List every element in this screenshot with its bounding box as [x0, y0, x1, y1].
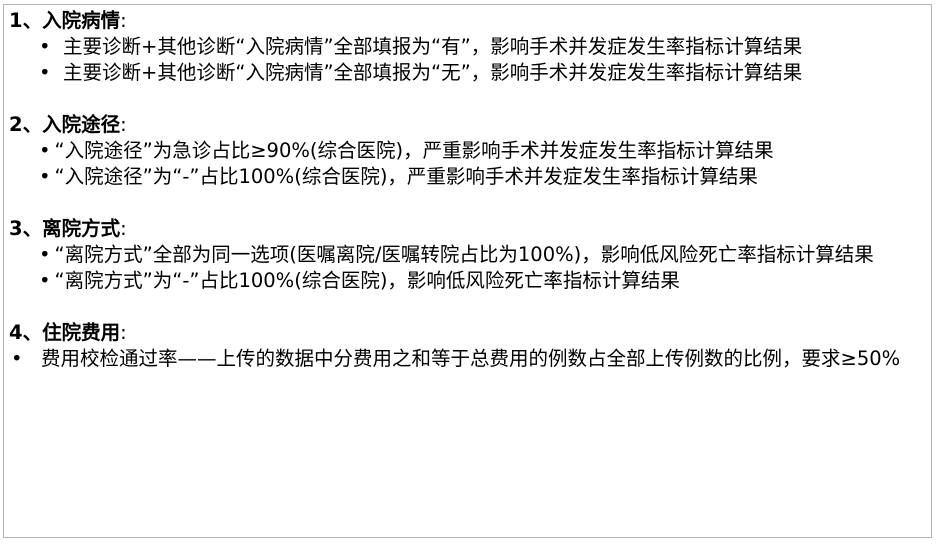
section-number: 4、 — [9, 321, 43, 344]
section-discharge-method: 3、离院方式: •“离院方式”全部为同一选项(医嘱离院/医嘱转院占比为100%)… — [9, 216, 925, 294]
bullet-icon: • — [39, 35, 51, 58]
list-item-text: “离院方式”全部为同一选项(医嘱离院/医嘱转院占比为100%)，影响低风险死亡率… — [54, 243, 874, 266]
list-item-text: 主要诊断+其他诊断“入院病情”全部填报为“无”，影响手术并发症发生率指标计算结果 — [63, 61, 803, 84]
section-colon: : — [120, 217, 127, 240]
bullet-icon: • — [39, 139, 51, 162]
list-item: • 主要诊断+其他诊断“入院病情”全部填报为“有”，影响手术并发症发生率指标计算结… — [9, 34, 925, 60]
section-number: 1、 — [9, 9, 43, 32]
list-item: •“离院方式”全部为同一选项(医嘱离院/医嘱转院占比为100%)，影响低风险死亡… — [9, 242, 925, 268]
list-item: •“入院途径”为急诊占比≥90%(综合医院)，严重影响手术并发症发生率指标计算结… — [9, 138, 925, 164]
section-heading: 4、住院费用: — [9, 320, 925, 346]
section-title: 入院途径 — [42, 113, 121, 136]
list-item-text: “离院方式”为“-”占比100%(综合医院)，影响低风险死亡率指标计算结果 — [54, 269, 680, 292]
document-body: 1、入院病情: • 主要诊断+其他诊断“入院病情”全部填报为“有”，影响手术并发症… — [9, 8, 925, 398]
section-colon: : — [120, 9, 127, 32]
section-admission-condition: 1、入院病情: • 主要诊断+其他诊断“入院病情”全部填报为“有”，影响手术并发症… — [9, 8, 925, 86]
list-item: • 费用校检通过率——上传的数据中分费用之和等于总费用的例数占全部上传例数的比例，… — [9, 346, 925, 372]
section-heading: 2、入院途径: — [9, 112, 925, 138]
section-title: 入院病情 — [42, 9, 121, 32]
section-number: 3、 — [9, 217, 43, 240]
bullet-icon: • — [39, 243, 51, 266]
list-item: •“离院方式”为“-”占比100%(综合医院)，影响低风险死亡率指标计算结果 — [9, 268, 925, 294]
list-item: •“入院途径”为“-”占比100%(综合医院)，严重影响手术并发症发生率指标计算… — [9, 164, 925, 190]
bullet-icon: • — [39, 165, 51, 188]
list-item-text: 费用校检通过率——上传的数据中分费用之和等于总费用的例数占全部上传例数的比例，要… — [41, 347, 901, 370]
section-heading: 1、入院病情: — [9, 8, 925, 34]
slide-frame — [3, 4, 932, 538]
list-item-text: “入院途径”为“-”占比100%(综合医院)，严重影响手术并发症发生率指标计算结… — [54, 165, 758, 188]
list-item-text: “入院途径”为急诊占比≥90%(综合医院)，严重影响手术并发症发生率指标计算结果 — [54, 139, 774, 162]
bullet-icon: • — [11, 347, 23, 370]
section-title: 离院方式 — [42, 217, 121, 240]
section-title: 住院费用 — [42, 321, 121, 344]
bullet-icon: • — [39, 269, 51, 292]
section-admission-route: 2、入院途径: •“入院途径”为急诊占比≥90%(综合医院)，严重影响手术并发症… — [9, 112, 925, 190]
section-heading: 3、离院方式: — [9, 216, 925, 242]
list-item: • 主要诊断+其他诊断“入院病情”全部填报为“无”，影响手术并发症发生率指标计算结… — [9, 60, 925, 86]
section-number: 2、 — [9, 113, 43, 136]
list-item-text: 主要诊断+其他诊断“入院病情”全部填报为“有”，影响手术并发症发生率指标计算结果 — [63, 35, 803, 58]
section-colon: : — [120, 321, 127, 344]
section-hospital-cost: 4、住院费用: • 费用校检通过率——上传的数据中分费用之和等于总费用的例数占全部… — [9, 320, 925, 372]
bullet-icon: • — [39, 61, 51, 84]
section-colon: : — [120, 113, 127, 136]
